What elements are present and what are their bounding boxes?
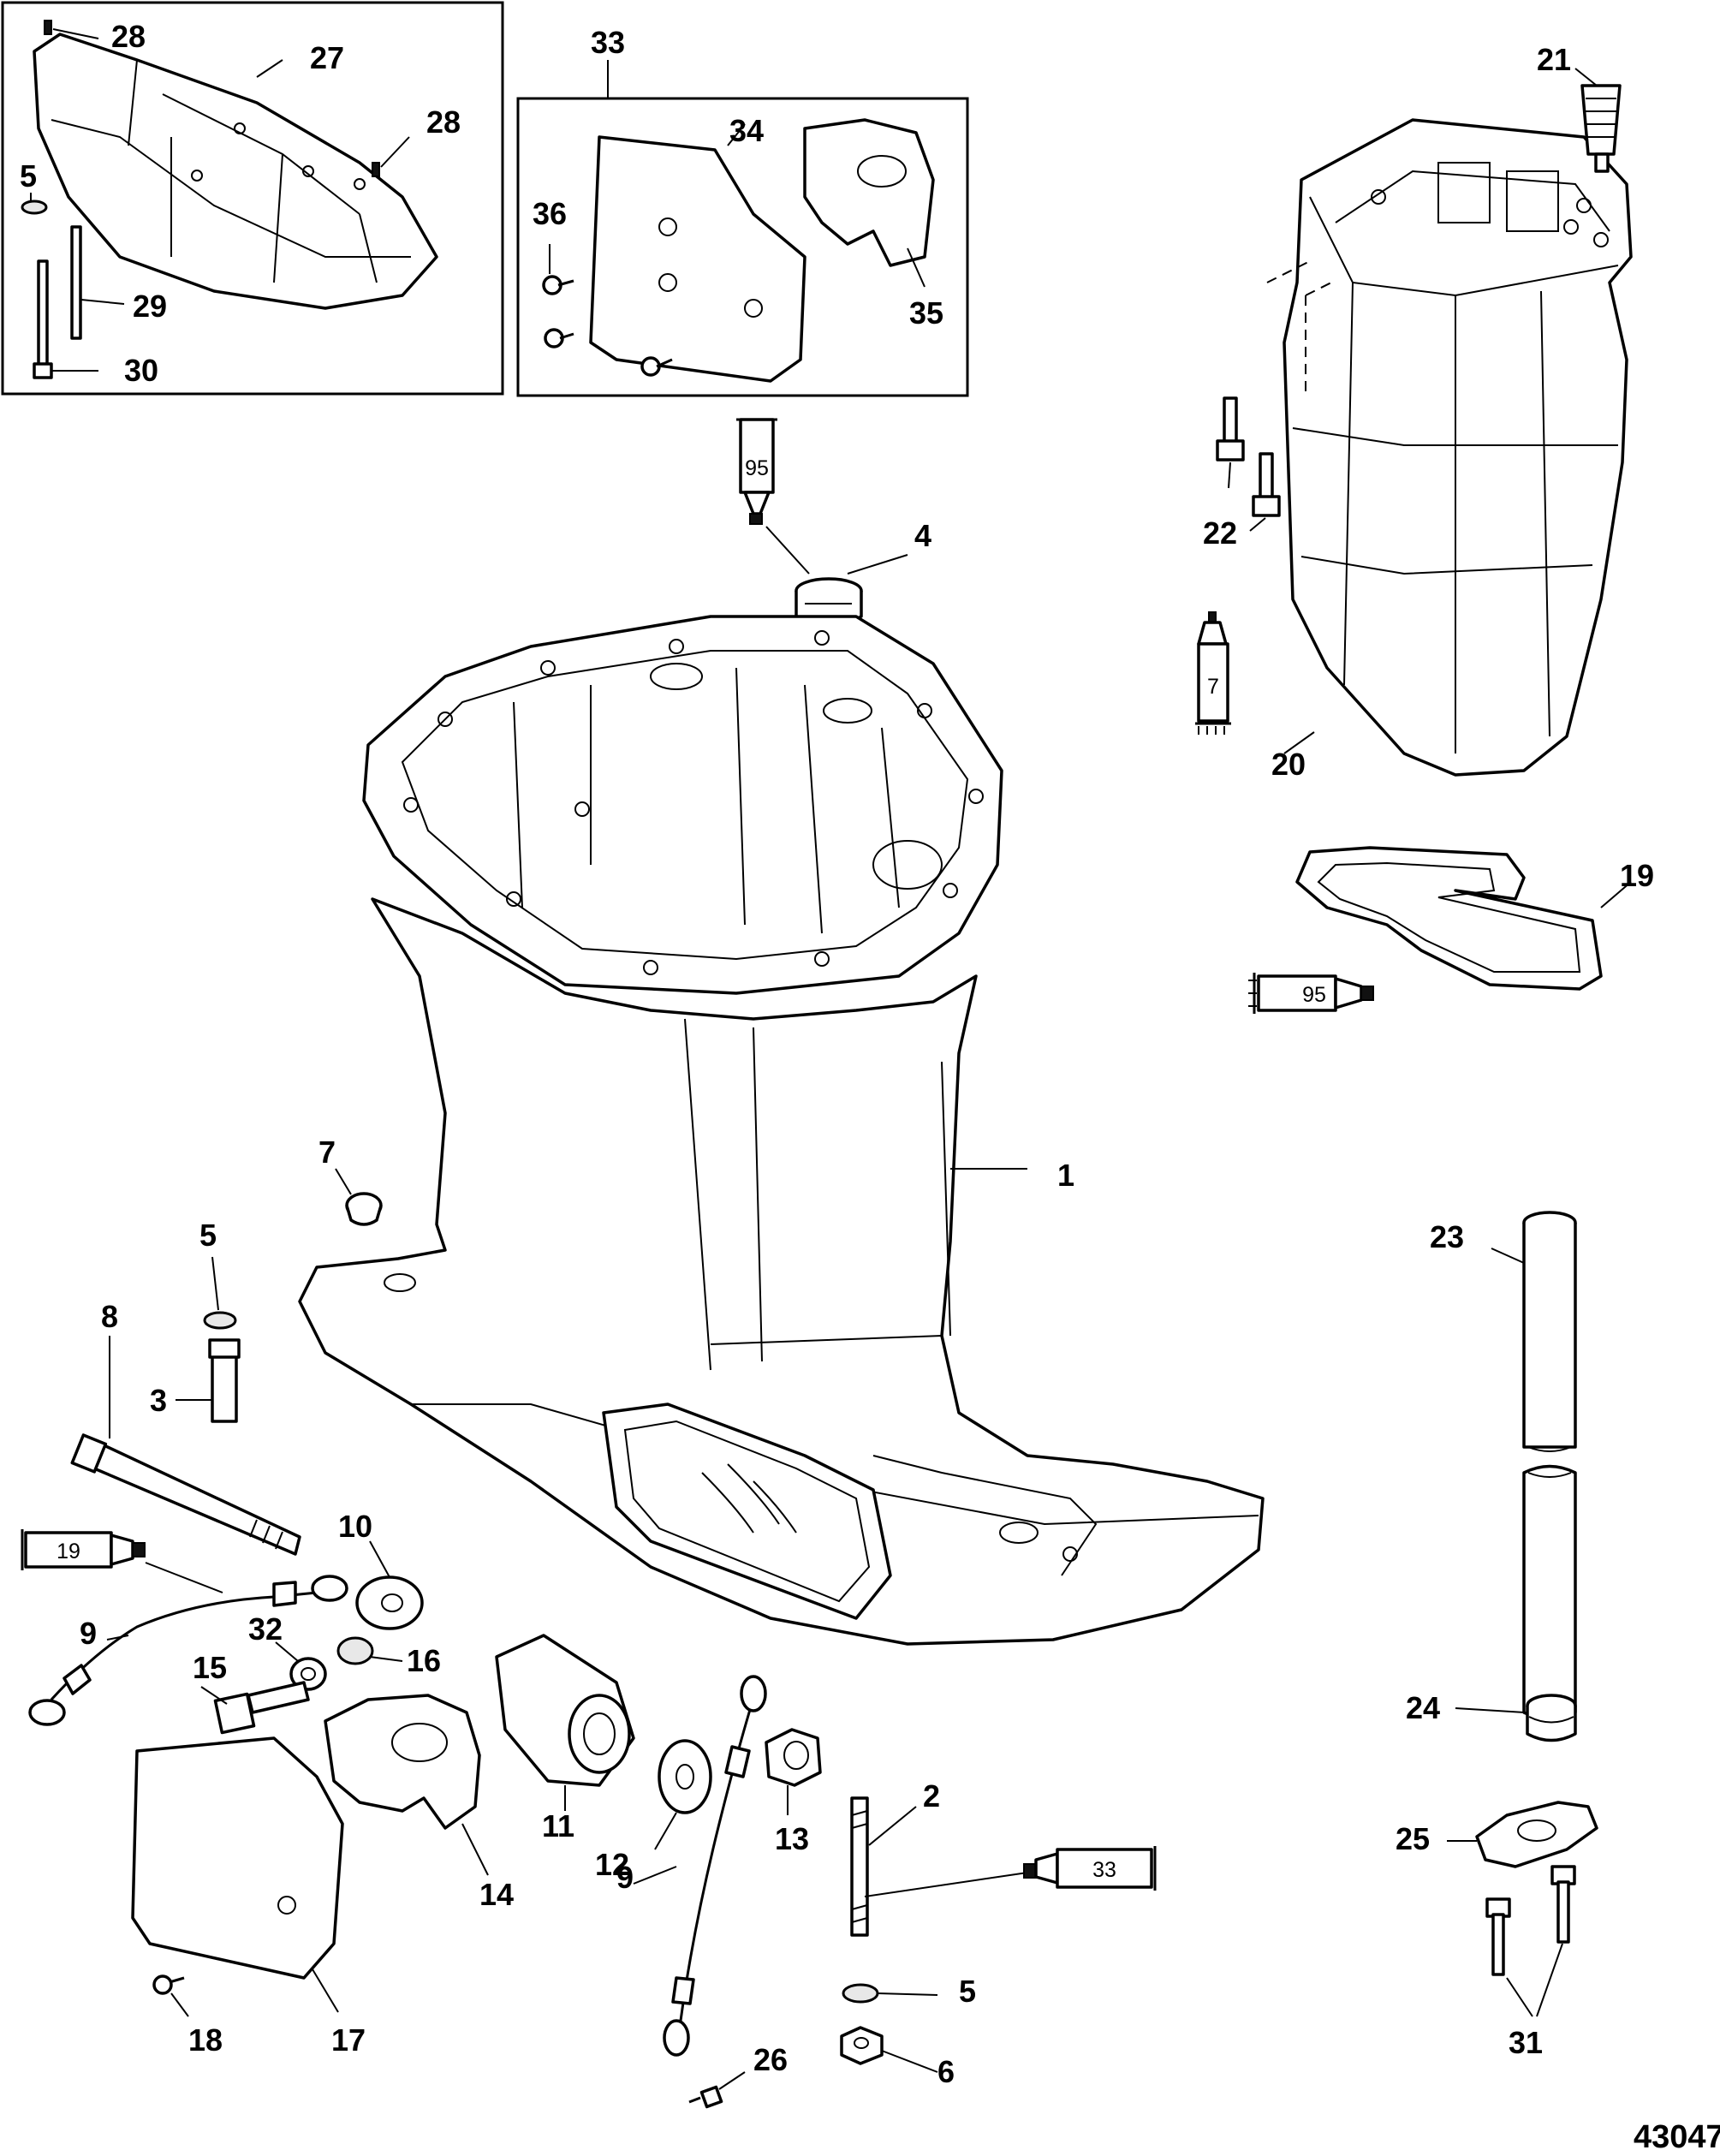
callout-23: 23 <box>1430 1219 1464 1254</box>
part-6-nut <box>840 2026 938 2073</box>
callout-26: 26 <box>753 2042 788 2077</box>
part-11-bushing <box>495 1634 635 1811</box>
part-27-cover <box>33 33 438 310</box>
sealant-tube-label-7: 7 <box>1207 675 1219 699</box>
callout-27: 27 <box>310 40 344 75</box>
part-15-bolt <box>200 1681 310 1735</box>
sealant-tube-label-33: 33 <box>1092 1858 1116 1882</box>
sealant-tube-label-95: 95 <box>1302 983 1326 1007</box>
part-32-lockwasher <box>289 1657 327 1691</box>
part-3-bolt <box>176 1338 241 1423</box>
callout-9: 9 <box>80 1616 97 1651</box>
part-8-long-bolt <box>70 1336 301 1556</box>
sealant-tube-33 <box>1023 1846 1157 1891</box>
sealant-tube-7 <box>1195 611 1231 735</box>
callout-2: 2 <box>923 1778 940 1814</box>
part-5-washer-bottom <box>842 1983 879 2004</box>
callout-28: 28 <box>111 19 146 54</box>
part-4-bushing <box>765 526 908 627</box>
sealant-tube-label-19: 19 <box>57 1540 80 1563</box>
callout-24: 24 <box>1406 1690 1440 1725</box>
callout-5: 5 <box>20 158 37 194</box>
part-31-bolts <box>1485 1865 1576 2017</box>
callout-5: 5 <box>959 1974 976 2009</box>
part-34-anode-plate <box>589 135 806 383</box>
part-24-seal <box>1455 1694 1577 1742</box>
part-9-ground-strap-left <box>28 1562 348 1726</box>
part-26-screw <box>688 2071 746 2109</box>
sealant-tube-95-top <box>736 418 777 525</box>
callout-32: 32 <box>248 1611 283 1647</box>
figure-number: 43047 <box>1634 2119 1720 2155</box>
callout-5: 5 <box>199 1218 217 1253</box>
callout-31: 31 <box>1509 2025 1543 2060</box>
part-17-anode <box>131 1736 344 2013</box>
callout-19: 19 <box>1620 858 1654 893</box>
part-14-bracket <box>324 1694 489 1876</box>
part-7-plug <box>335 1168 383 1226</box>
callout-21: 21 <box>1537 42 1571 77</box>
part-20-adapter <box>1283 118 1633 777</box>
inset-box-27-30 <box>1 1 504 396</box>
callout-14: 14 <box>479 1877 514 1912</box>
inset-box-33-36 <box>516 60 969 397</box>
callout-36: 36 <box>533 196 567 231</box>
callout-34: 34 <box>729 113 764 148</box>
callout-15: 15 <box>193 1650 227 1685</box>
callout-6: 6 <box>937 2054 955 2089</box>
callout-13: 13 <box>775 1821 809 1856</box>
part-21-filter <box>1574 68 1622 173</box>
callout-30: 30 <box>124 353 158 388</box>
part-23-tube <box>1491 1211 1577 1721</box>
part-35-bracket <box>803 118 935 267</box>
sealant-tube-label-95: 95 <box>745 456 769 480</box>
callout-10: 10 <box>338 1509 372 1544</box>
callout-8: 8 <box>101 1299 118 1334</box>
callout-11: 11 <box>542 1808 574 1843</box>
callout-20: 20 <box>1271 747 1306 782</box>
part-12-washer <box>654 1739 712 1850</box>
callout-7: 7 <box>318 1135 336 1170</box>
callout-16: 16 <box>407 1643 441 1678</box>
part-1-driveshaft-housing <box>298 615 1265 1646</box>
sealant-tube-19 <box>21 1529 146 1570</box>
callout-9: 9 <box>616 1860 634 1895</box>
callout-28: 28 <box>426 104 461 140</box>
callout-35: 35 <box>909 295 943 331</box>
callout-33: 33 <box>591 25 625 60</box>
part-9-ground-strap-right <box>633 1675 767 2057</box>
callout-3: 3 <box>150 1383 167 1418</box>
callout-1: 1 <box>1057 1158 1074 1193</box>
callout-12: 12 <box>595 1847 629 1882</box>
callout-4: 4 <box>914 518 931 553</box>
part-19-gasket <box>1295 846 1632 991</box>
part-16-washer <box>336 1636 374 1665</box>
part-22-bolts <box>1216 260 1332 532</box>
part-18-screw <box>152 1974 189 2017</box>
part-5-washer-left <box>203 1311 237 1330</box>
part-13-nut <box>765 1728 822 1815</box>
part-10-washer <box>355 1540 424 1630</box>
callout-29: 29 <box>133 289 167 324</box>
part-25-retainer <box>1447 1801 1598 1868</box>
callout-25: 25 <box>1396 1821 1430 1856</box>
part-36-screws <box>542 275 673 377</box>
sealant-tube-95-right <box>1248 973 1374 1014</box>
part-2-stud <box>850 1796 1028 1937</box>
callout-22: 22 <box>1203 515 1237 551</box>
callout-18: 18 <box>188 2022 223 2058</box>
callout-17: 17 <box>331 2022 366 2058</box>
